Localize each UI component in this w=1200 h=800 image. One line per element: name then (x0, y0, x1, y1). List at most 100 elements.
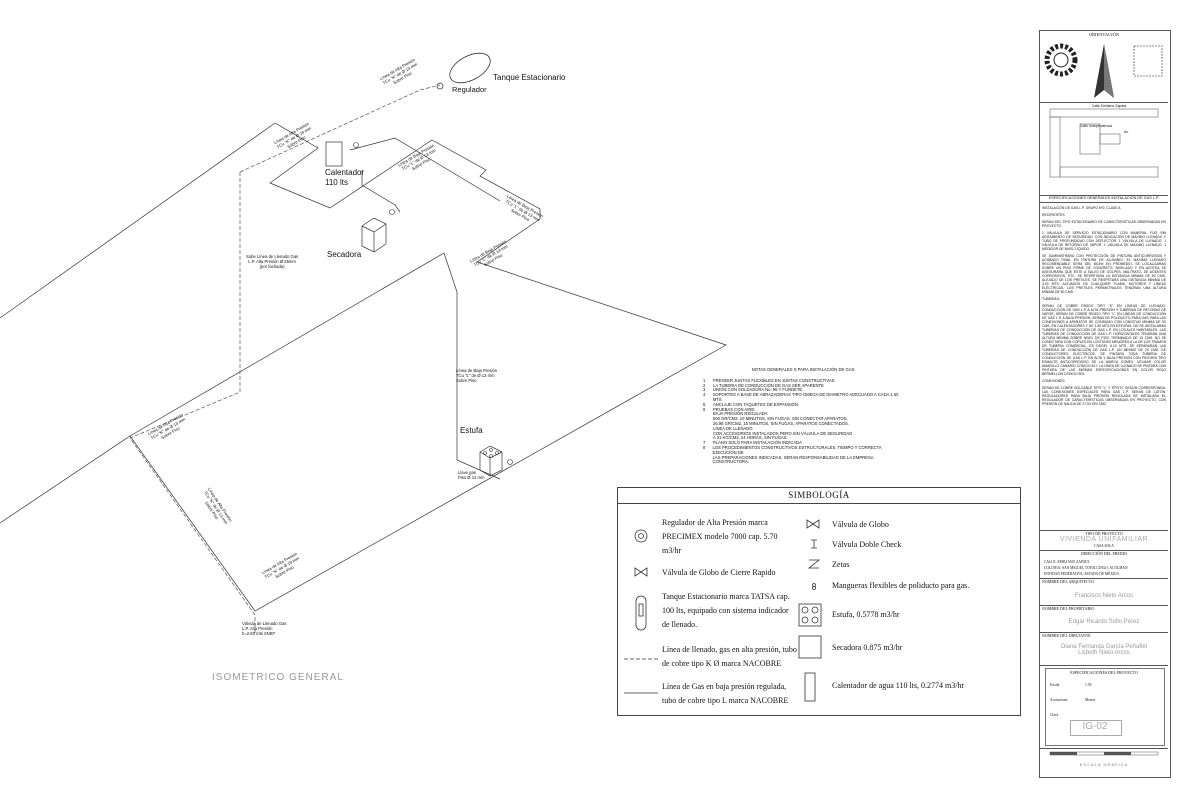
note-text: LOS PROCEDIMIENTOS CONSTRUCTIVOS ESTRUCT… (712, 444, 882, 455)
stove-connector-icon (507, 459, 513, 465)
scale-label: Escala (1050, 683, 1060, 687)
tank-symbol-icon (635, 595, 647, 631)
building-outline (0, 122, 727, 612)
note-item: 8 LOS PROCEDIMIENTOS CONSTRUCTIVOS ESTRUC… (703, 444, 903, 456)
note-number: 8 (703, 444, 706, 450)
stove-burner-icon (489, 448, 493, 452)
double-check-valve-icon (811, 539, 817, 549)
north-arrow-icon (1094, 44, 1114, 98)
spec-paragraph: SE SUMINISTRARA CON PROTECCIÓN DE PINTUR… (1042, 254, 1166, 294)
stove-burner-icon (495, 451, 499, 455)
high-pressure-fill-line (129, 172, 256, 633)
project-specs-divider (1040, 665, 1168, 666)
spec-paragraph: TUBERIAS: (1042, 297, 1060, 301)
address-label: DIRECCIÓN DEL PREDIO (1081, 551, 1127, 556)
specs-title-divider (1040, 202, 1168, 203)
location-divider (1040, 102, 1168, 103)
legend-item-high-pressure-line: Línea de llenado, gas en alta presión, t… (662, 645, 797, 668)
legend-divider (618, 503, 1020, 504)
legend-item-stove: Estufa, 0.5778 m3/hr (832, 610, 900, 619)
general-notes: NOTAS GENERALES S PARA INSTALACIÓN DE GA… (703, 367, 903, 465)
specs-divider (1040, 195, 1168, 196)
note-text: PREVEER JUNTAS FLEXIBLES EN JUNTAS CONST… (713, 377, 836, 383)
note-number: 4 (703, 392, 706, 398)
note-text: SOPORTES A BASE DE ABRAZADERAS TIPO OMEG… (712, 392, 899, 402)
stove-burner-icon (483, 451, 487, 455)
note-number: 3 (703, 387, 706, 393)
low-pressure-dryer-line (361, 170, 401, 213)
high-pressure-tank-line (239, 84, 441, 173)
legend-item-globe-valve: Válvula de Globo (832, 520, 889, 529)
note-item: 500 GR/CM2, 10 MINUTOS, SIN FUGAS, SIN C… (703, 416, 903, 422)
note-text: 26.96 GR/CM2, 15 MINUTOS, SIN FUGAS, APA… (713, 420, 849, 426)
tank-label: Tanque Estacionario (493, 73, 566, 82)
spec-paragraph: RECIPIENTES (1042, 213, 1065, 217)
specs-title: ESPECIFICACIONES GENERALES INSTALACIÓN D… (1048, 196, 1160, 200)
note-text: ANCLAJE CON TAQUETES DE EXPANSIÓN. (713, 401, 800, 407)
low-pressure-main-line (129, 252, 501, 480)
stationary-tank (449, 52, 491, 84)
note-item: 3 UNIÓN CON SOLDADURA No. 95 Y FUNDETE. (703, 388, 903, 393)
location-map (1049, 108, 1159, 178)
note-text: UNIÓN CON SOLDADURA No. 95 Y FUNDETE. (713, 387, 804, 393)
legend-title: SIMBOLOGÍA (788, 490, 850, 500)
location-street-2: Calle Independencia (1080, 124, 1112, 128)
key-label: Clave (1050, 713, 1059, 717)
owner-divider (1040, 605, 1168, 606)
note-item: BAJA PRESIÓN REGULADA (703, 412, 903, 417)
heater-label: Calentador (325, 168, 365, 177)
graphic-scale (1049, 751, 1159, 756)
stove-symbol-icon (798, 603, 822, 627)
spec-paragraph: 1 VÁLVULA DE SERVICIO ESTACIONARIO CON M… (1042, 231, 1166, 251)
stove-burner-icon (489, 454, 493, 458)
drafter-divider (1040, 632, 1168, 633)
legend-item-heater: Calentador de agua 110 lts, 0.2774 m3/hr (832, 681, 965, 690)
note-text: 500 GR/CM2, 10 MINUTOS, SIN FUGAS, SIN C… (713, 416, 848, 422)
heater-connector-icon (353, 142, 359, 148)
project-subtype: CASA SOLA (1094, 544, 1114, 548)
dryer (361, 217, 387, 253)
dryer-connector-icon (389, 209, 395, 215)
units-value: Metros (1085, 698, 1096, 702)
project-type: VIVIENDA UNIFAMILIAR (1059, 536, 1149, 543)
note-item: A 21 KG/CM2, 24 HORAS, SIN FUGAS. (703, 436, 903, 441)
note-number: 7 (703, 440, 706, 446)
project-type-label: TIPO DE PROYECTO (1085, 531, 1123, 536)
flexible-hose-icon (812, 583, 816, 590)
orientation-graphics (1044, 43, 1163, 98)
note-item: 4 SOPORTES A BASE DE ABRAZADERAS TIPO OME… (703, 392, 903, 403)
spec-paragraph: INSTALACIÓN DE GAS L.P. GRUPO Nº2, CLASE… (1042, 206, 1121, 210)
location-street-3: Av. (1124, 130, 1129, 134)
architect-label: NOMBRE DEL ARQUITECTO (1042, 579, 1094, 584)
water-heater (325, 141, 343, 167)
note-item: CON ACCESORIOS INSTALADOS PERO SIN VÁLVU… (703, 431, 903, 437)
regulator-symbol (436, 82, 444, 90)
legend-item-low-pressure-line: Línea de Gas en baja presión regulada,tu… (662, 682, 789, 705)
project-specs-label: ESPECIFICACIONES DEL PROYECTO (1070, 670, 1138, 675)
legend-item-hoses: Mangueras flexibles de poliducto para ga… (832, 581, 970, 590)
note-number: 6 (703, 406, 706, 412)
zetas-icon (807, 559, 821, 569)
regulator-symbol-icon (634, 529, 648, 543)
dryer-label: Secadora (327, 250, 362, 259)
note-item: 26.96 GR/CM2, 15 MINUTOS, SIN FUGAS, APA… (703, 420, 903, 427)
graphic-scale-label: ESCALA GRÁFICA (1079, 762, 1129, 767)
sheet-code-box (1070, 720, 1122, 736)
note-number: 2 (703, 382, 706, 388)
view-title: ISOMETRICO GENERAL (212, 672, 344, 683)
owner-label: NOMBRE DEL PROPIETARIO (1042, 606, 1095, 611)
scale-value: 1:50 (1085, 683, 1092, 687)
globe-valve-icon (806, 519, 820, 529)
location-street-1: Calle Emiliano Zapata (1092, 104, 1127, 108)
low-pressure-heater-line (349, 137, 501, 202)
